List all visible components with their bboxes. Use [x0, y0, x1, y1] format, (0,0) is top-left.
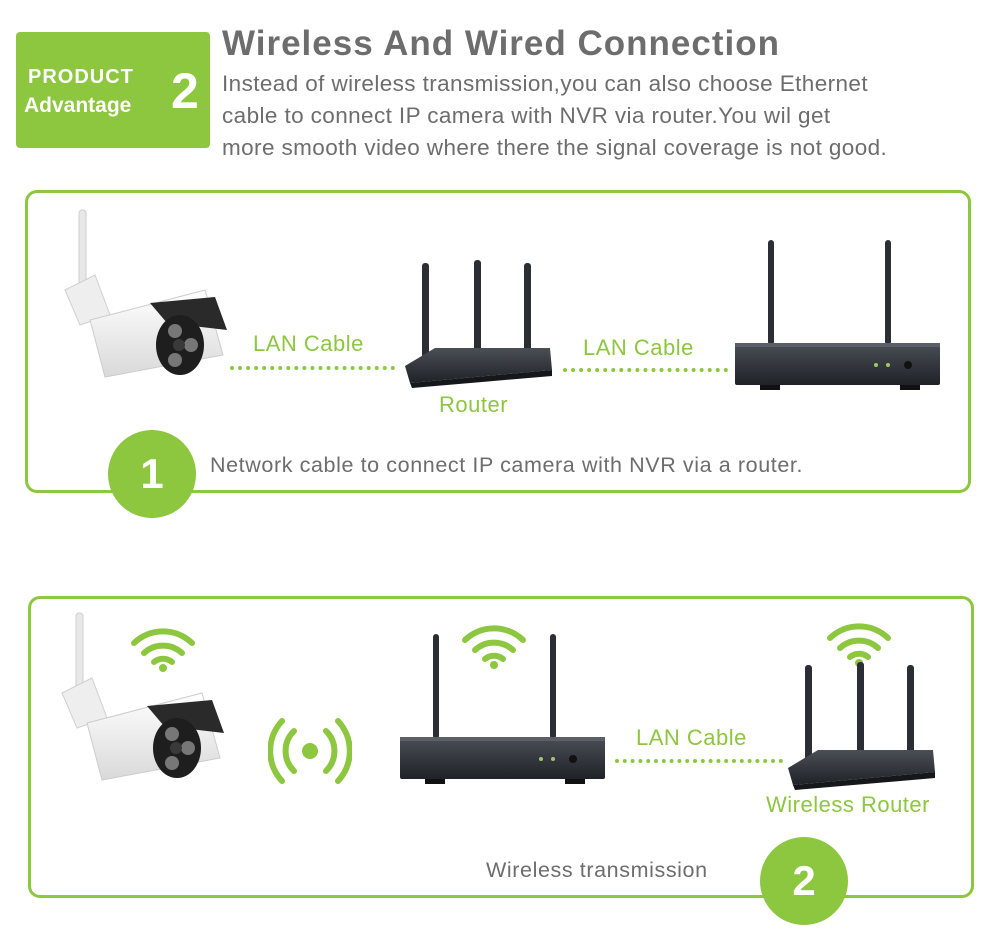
- lan-cable-label: LAN Cable: [253, 331, 364, 356]
- badge-number: 2: [171, 63, 199, 119]
- badge-line1: PRODUCT: [28, 66, 134, 88]
- wireless-router-label: Wireless Router: [766, 792, 930, 817]
- page-title: Wireless And Wired Connection: [222, 24, 780, 63]
- description-line: Instead of wireless transmission,you can…: [222, 71, 868, 96]
- lan-cable-label: LAN Cable: [583, 335, 694, 360]
- lan-cable-line: [563, 368, 728, 372]
- badge-line2: Advantage: [24, 94, 132, 117]
- router-label: Router: [439, 392, 509, 417]
- wifi-icon: [131, 628, 195, 672]
- router-icon: [788, 662, 935, 790]
- page-description: Instead of wireless transmission,you can…: [222, 68, 992, 164]
- ip-camera-icon: [64, 209, 227, 378]
- router-icon: [405, 260, 552, 388]
- description-line: more smooth video where there the signal…: [222, 135, 888, 160]
- panel1-caption: Network cable to connect IP camera with …: [210, 453, 804, 477]
- lan-cable-line: [615, 759, 783, 763]
- step-number-1: 1: [108, 430, 196, 518]
- nvr-icon: [400, 634, 605, 784]
- lan-cable-label: LAN Cable: [636, 725, 747, 750]
- product-advantage-badge: PRODUCT Advantage 2: [16, 32, 210, 148]
- description-line: cable to connect IP camera with NVR via …: [222, 103, 831, 128]
- panel2-caption: Wireless transmission: [486, 858, 708, 882]
- wifi-icon: [462, 625, 526, 669]
- step-number-2: 2: [760, 837, 848, 925]
- nvr-icon: [735, 240, 940, 390]
- ip-camera-icon: [61, 612, 224, 781]
- lan-cable-line: [230, 366, 395, 370]
- wireless-signal-icon: [268, 718, 352, 784]
